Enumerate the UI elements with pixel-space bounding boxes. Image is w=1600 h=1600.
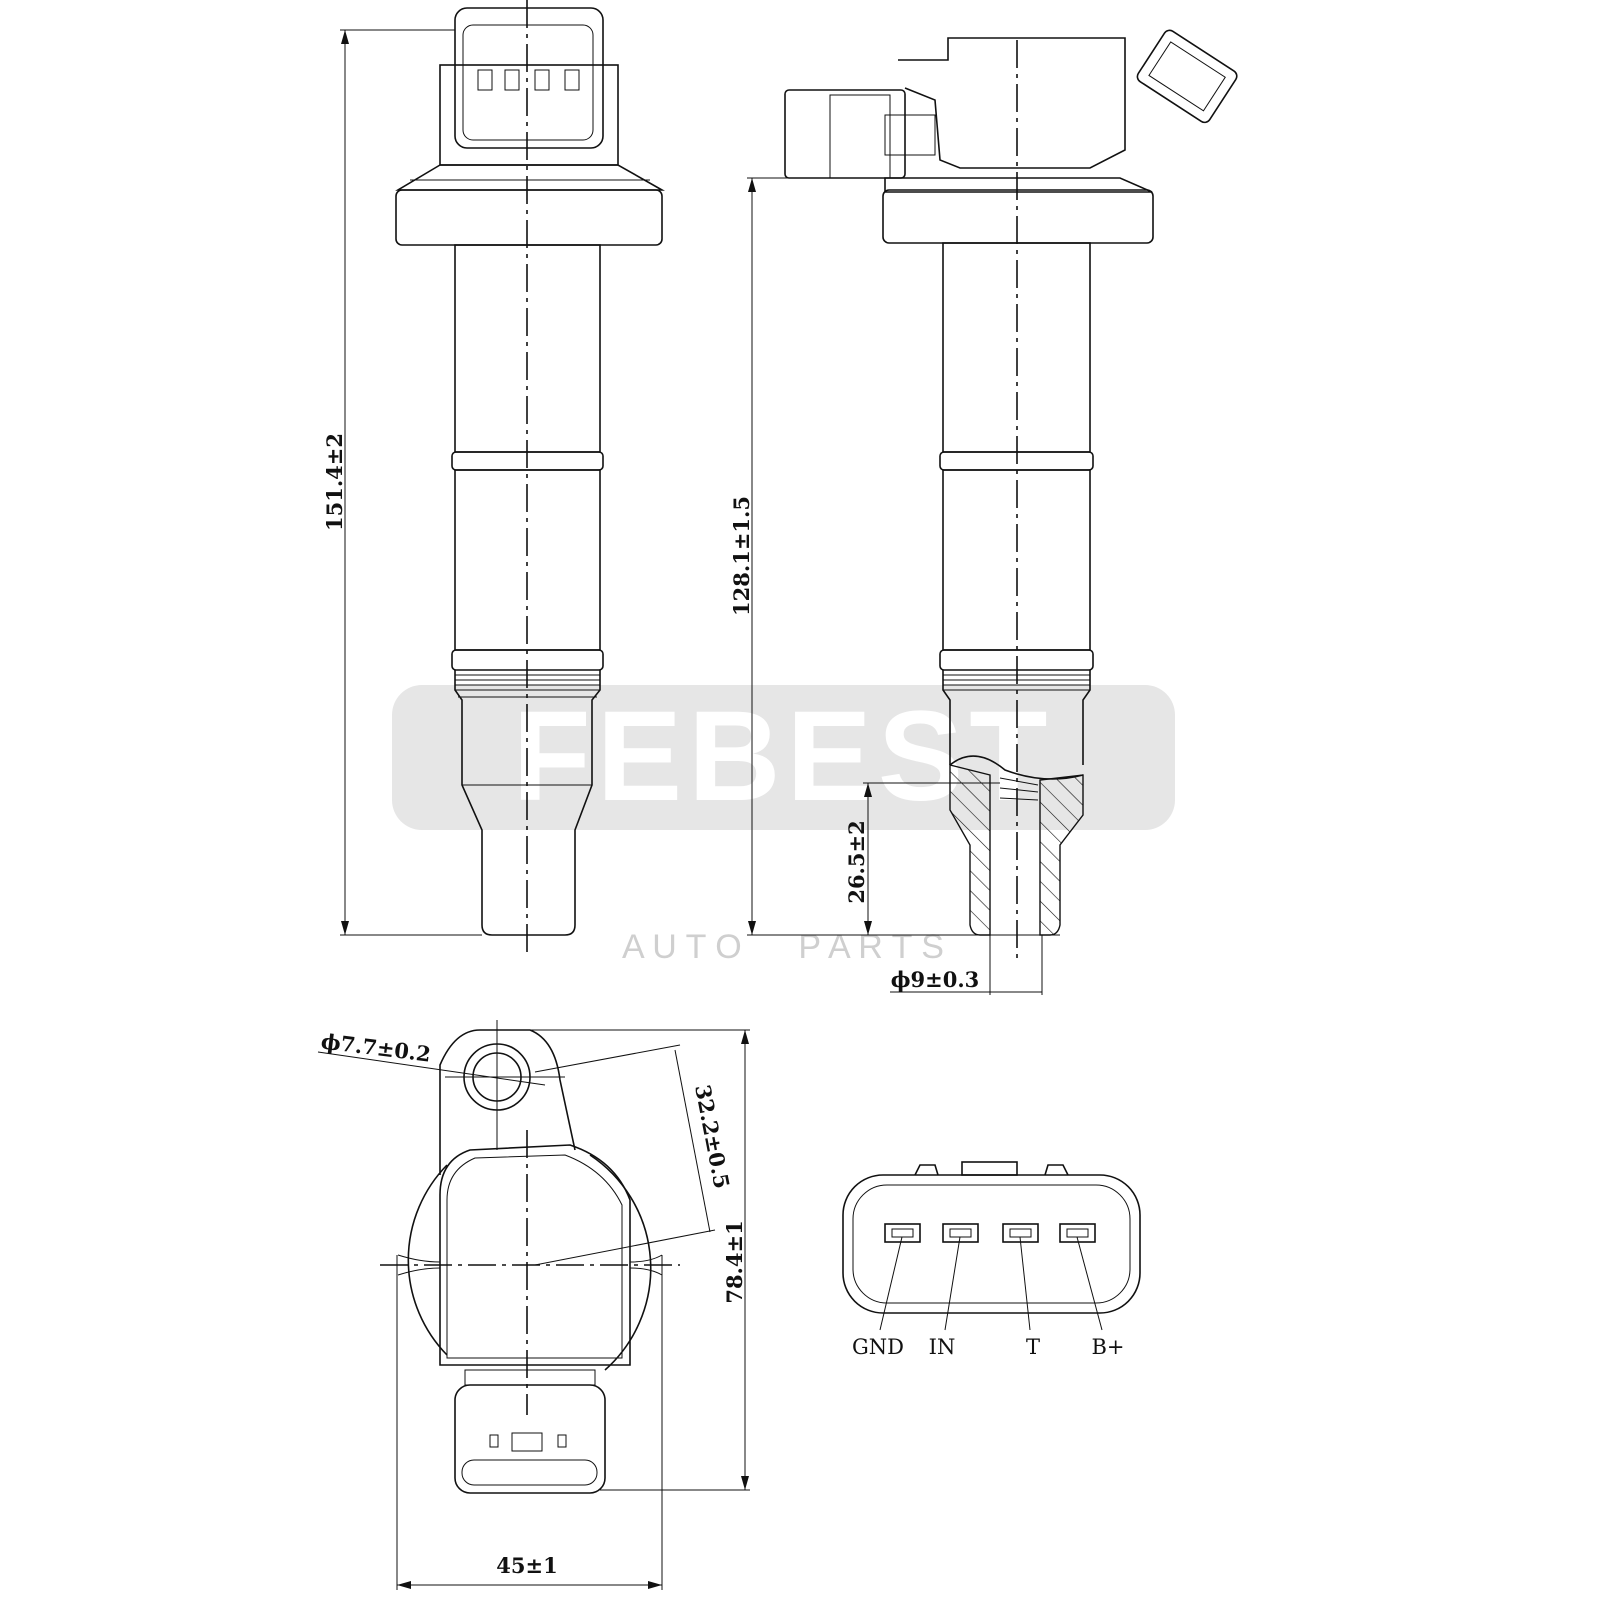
top-length-label: 78.4±1	[722, 1220, 747, 1303]
top-view	[380, 1020, 680, 1494]
watermark-tagline: A U T O P A R T S	[622, 928, 944, 966]
hole-to-center-label: 32.2±0.5	[690, 1083, 735, 1191]
tip-diameter-label: ϕ9±0.3	[891, 967, 980, 992]
side-view-front	[395, 0, 666, 955]
pin-label-t: T	[1026, 1335, 1040, 1359]
pin-label-gnd: GND	[852, 1335, 904, 1359]
dim-overall-length: 151.4±2	[322, 29, 482, 936]
hole-diameter-label: ϕ7.7±0.2	[320, 1028, 433, 1066]
dim-flange-to-tip: 128.1±1.5	[729, 177, 1060, 936]
pin-label-in: IN	[929, 1335, 956, 1359]
flange-to-tip-label: 128.1±1.5	[729, 496, 754, 616]
dim-width: 45±1	[396, 1255, 663, 1590]
overall-length-label: 151.4±2	[322, 433, 347, 531]
pin-terminals	[884, 1223, 1096, 1243]
boot-length-label: 26.5±2	[844, 820, 869, 903]
connector-face: GND IN T B+	[842, 1161, 1141, 1359]
width-label: 45±1	[496, 1553, 557, 1578]
dim-top-length: 78.4±1	[480, 1029, 750, 1491]
pin-label-bplus: B+	[1091, 1335, 1124, 1359]
dim-boot-length: 26.5±2	[844, 782, 1000, 935]
dim-tip-diameter: ϕ9±0.3	[890, 935, 1043, 995]
